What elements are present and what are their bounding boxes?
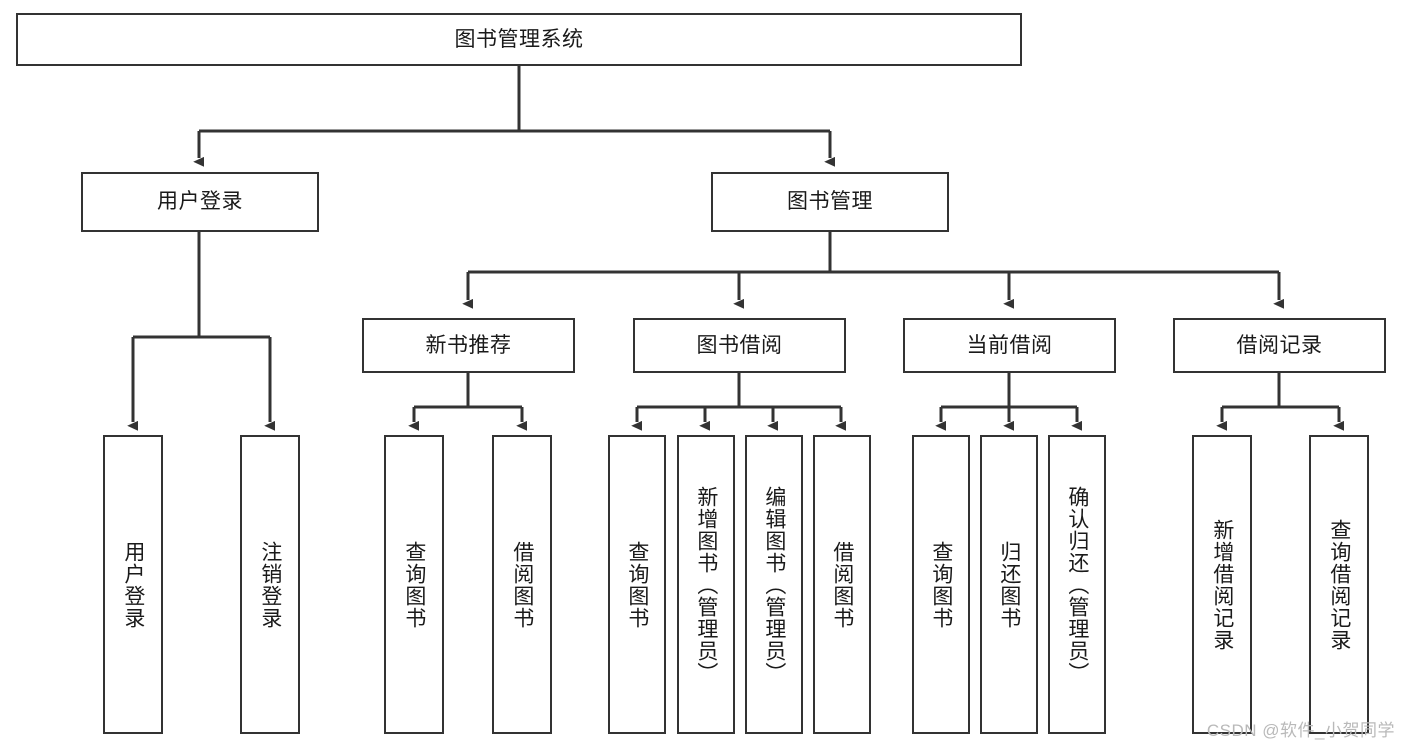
node-label-borrow-record: 借阅记录 [1236, 333, 1323, 357]
node-label-leaf-edit-book: 编辑图书（管理员） [762, 485, 786, 684]
node-label-leaf-query-book-2: 查询图书 [625, 540, 649, 629]
node-label-book-borrow: 图书借阅 [696, 333, 783, 357]
node-label-current-borrow: 当前借阅 [966, 333, 1053, 357]
watermark-text: CSDN @软件_小贺同学 [1206, 721, 1395, 740]
node-label-leaf-borrow-book-1: 借阅图书 [510, 540, 534, 629]
node-new-book-recommend[interactable]: 新书推荐 [362, 318, 575, 373]
node-label-root: 图书管理系统 [454, 27, 584, 51]
node-leaf-return-book[interactable]: 归还图书 [980, 435, 1038, 734]
node-label-leaf-query-book-3: 查询图书 [929, 540, 953, 629]
node-leaf-borrow-book-2[interactable]: 借阅图书 [813, 435, 871, 734]
node-borrow-record[interactable]: 借阅记录 [1173, 318, 1386, 373]
node-label-leaf-confirm-return: 确认归还（管理员） [1065, 485, 1089, 684]
node-leaf-logout-login[interactable]: 注销登录 [240, 435, 300, 734]
node-leaf-add-record[interactable]: 新增借阅记录 [1192, 435, 1252, 734]
node-leaf-query-book-1[interactable]: 查询图书 [384, 435, 444, 734]
node-label-user-login: 用户登录 [157, 190, 243, 214]
node-leaf-query-book-3[interactable]: 查询图书 [912, 435, 970, 734]
node-label-leaf-user-login: 用户登录 [121, 540, 145, 629]
node-leaf-query-book-2[interactable]: 查询图书 [608, 435, 666, 734]
node-label-leaf-return-book: 归还图书 [997, 540, 1021, 629]
node-user-login[interactable]: 用户登录 [81, 172, 319, 232]
node-label-leaf-query-book-1: 查询图书 [402, 540, 426, 629]
node-book-borrow[interactable]: 图书借阅 [633, 318, 846, 373]
node-label-leaf-add-book: 新增图书（管理员） [694, 485, 718, 684]
node-label-leaf-borrow-book-2: 借阅图书 [830, 540, 854, 629]
node-leaf-query-record[interactable]: 查询借阅记录 [1309, 435, 1369, 734]
node-book-management[interactable]: 图书管理 [711, 172, 949, 232]
node-current-borrow[interactable]: 当前借阅 [903, 318, 1116, 373]
node-label-book-management: 图书管理 [787, 190, 873, 214]
node-leaf-edit-book[interactable]: 编辑图书（管理员） [745, 435, 803, 734]
node-label-leaf-add-record: 新增借阅记录 [1210, 518, 1234, 651]
node-label-leaf-query-record: 查询借阅记录 [1327, 518, 1351, 651]
node-label-leaf-logout-login: 注销登录 [258, 540, 282, 629]
node-leaf-confirm-return[interactable]: 确认归还（管理员） [1048, 435, 1106, 734]
node-leaf-user-login[interactable]: 用户登录 [103, 435, 163, 734]
node-root-book-management-system[interactable]: 图书管理系统 [16, 13, 1022, 66]
node-leaf-borrow-book-1[interactable]: 借阅图书 [492, 435, 552, 734]
node-label-new-book-recommend: 新书推荐 [425, 333, 512, 357]
node-leaf-add-book[interactable]: 新增图书（管理员） [677, 435, 735, 734]
